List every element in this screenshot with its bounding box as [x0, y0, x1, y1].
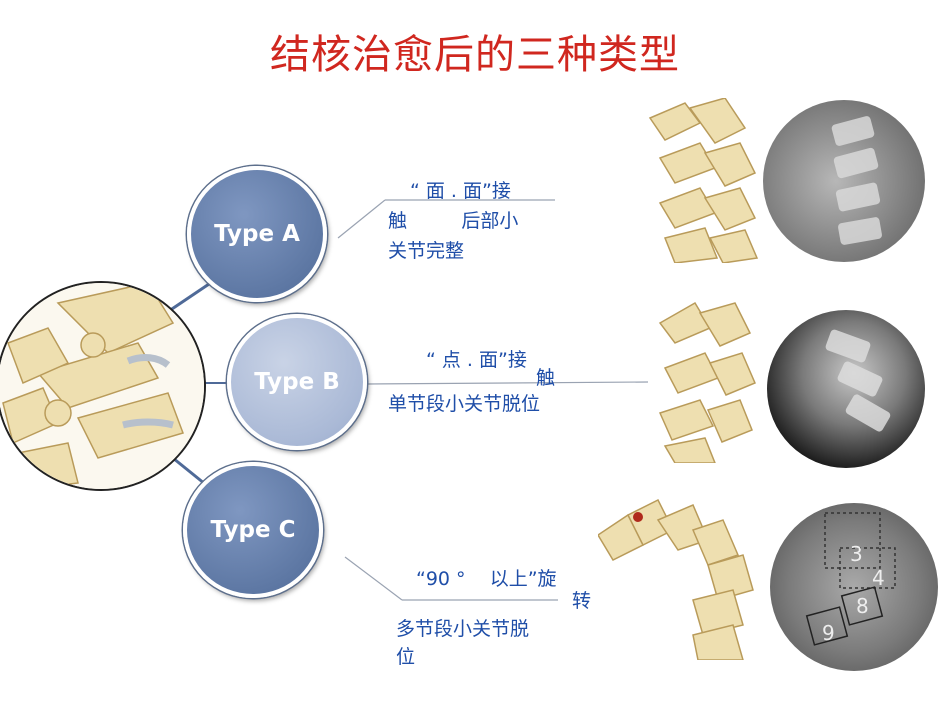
hub-spine-illustration	[0, 281, 206, 491]
type-a-desc-line: 关节完整	[388, 240, 465, 262]
type-a-desc-line: “ 面 . 面”接	[410, 180, 511, 202]
type-b-desc-line: 单节段小关节脱位	[388, 393, 541, 415]
type-c-desc-line: 多节段小关节脱	[396, 618, 530, 640]
xray-b	[767, 310, 925, 468]
spine-illustration-a-icon	[648, 98, 759, 263]
spine-illustration-c-icon	[598, 498, 754, 660]
leader-b	[367, 381, 649, 385]
type-a-description: “ 面 . 面”接 触 后部小 关节完整	[388, 176, 518, 266]
type-c-desc-line: 转	[572, 590, 592, 612]
xray-image-icon	[825, 329, 891, 432]
xray-c-label-3: 3	[850, 542, 863, 566]
type-b-label: Type B	[254, 369, 340, 395]
type-c-desc-line: 位	[396, 646, 416, 668]
spine-illustration-b-icon	[658, 301, 756, 463]
type-c-node: Type C	[183, 462, 323, 598]
xray-a	[763, 100, 925, 262]
type-a-desc-line: 触 后部小	[388, 210, 519, 232]
type-b-node: Type B	[227, 314, 367, 450]
type-c-desc-line: “90 ° 以上”旋	[416, 568, 557, 590]
page-title: 结核治愈后的三种类型	[270, 32, 680, 78]
xray-image-icon	[831, 116, 882, 245]
type-b-desc-line: 触	[536, 367, 556, 389]
xray-c-label-9: 9	[822, 621, 835, 645]
xray-c: 3 4 8 9	[770, 503, 938, 671]
type-b-desc-line: “ 点 . 面”接	[426, 349, 527, 371]
type-a-label: Type A	[214, 221, 300, 247]
type-c-label: Type C	[210, 517, 296, 543]
type-a-node: Type A	[187, 166, 327, 302]
leader-a	[337, 199, 386, 239]
type-c-description: “90 ° 以上”旋 转 多节段小关节脱 位	[396, 565, 591, 671]
xray-c-label-8: 8	[856, 594, 869, 618]
type-b-description: “ 点 . 面”接 触 单节段小关节脱位	[388, 348, 555, 416]
xray-c-annotations: 3 4 8 9	[805, 512, 896, 646]
spine-illustration-icon	[0, 283, 204, 489]
xray-c-label-4: 4	[872, 566, 885, 590]
leader-c	[344, 556, 403, 601]
